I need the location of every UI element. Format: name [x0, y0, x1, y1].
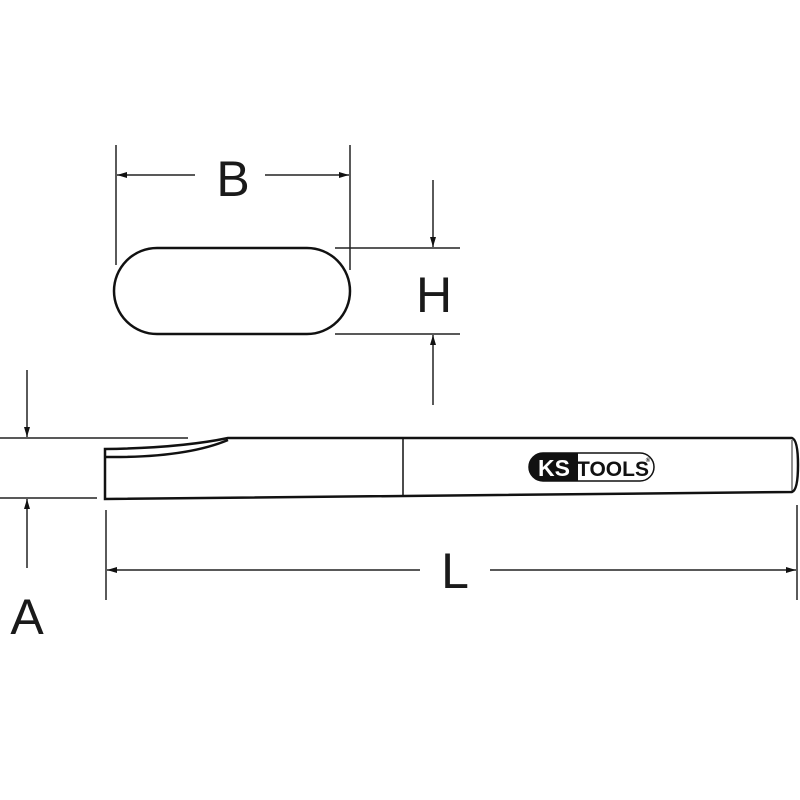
svg-text:®: ®	[646, 457, 651, 464]
chisel-side-view: KS TOOLS ®	[103, 436, 800, 501]
dimension-h-label: H	[416, 267, 452, 323]
dimension-a: A	[0, 370, 188, 645]
ks-tools-logo: KS TOOLS ®	[528, 452, 655, 482]
cross-section: B H	[112, 145, 460, 405]
dimension-b-label: B	[216, 151, 249, 207]
svg-text:TOOLS: TOOLS	[577, 458, 649, 481]
svg-text:KS: KS	[538, 455, 570, 481]
dimension-l: L	[105, 505, 798, 600]
dimension-a-label: A	[10, 589, 44, 645]
dimension-l-label: L	[441, 543, 469, 599]
